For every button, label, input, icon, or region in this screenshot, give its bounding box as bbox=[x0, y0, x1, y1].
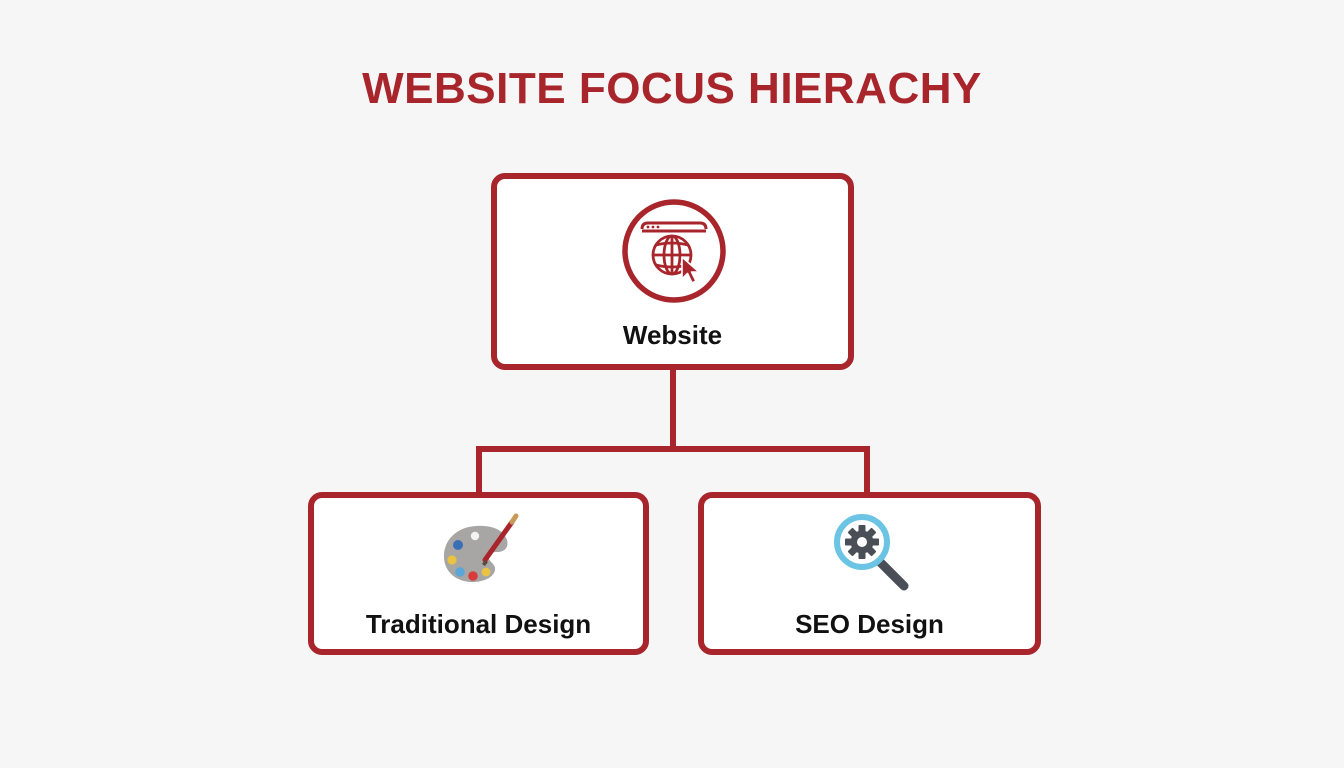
node-seo-design: SEO Design bbox=[698, 492, 1041, 655]
node-website: Website bbox=[491, 173, 854, 370]
node-traditional-design-label: Traditional Design bbox=[365, 609, 592, 639]
paint-palette-icon bbox=[438, 510, 524, 596]
globe-browser-cursor-icon bbox=[620, 197, 728, 305]
node-seo-design-label: SEO Design bbox=[795, 609, 944, 639]
diagram-title: WEBSITE FOCUS HIERACHY bbox=[362, 64, 982, 113]
node-traditional-design: Traditional Design bbox=[308, 492, 649, 655]
node-website-label: Website bbox=[622, 320, 723, 350]
gear-magnifier-icon bbox=[828, 510, 918, 600]
